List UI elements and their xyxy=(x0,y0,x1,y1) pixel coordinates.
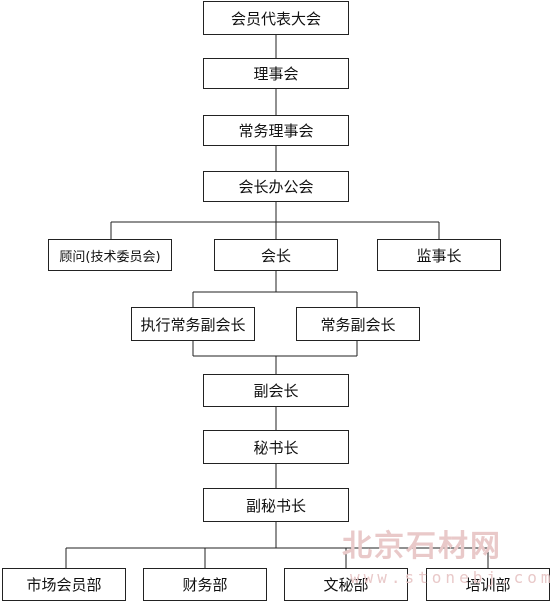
node-supervisor: 监事长 xyxy=(377,239,501,271)
node-assembly: 会员代表大会 xyxy=(203,1,349,35)
node-deputy-secretary-general: 副秘书长 xyxy=(203,488,349,522)
node-advisor: 顾问(技术委员会) xyxy=(48,239,172,271)
node-exec-vp: 执行常务副会长 xyxy=(131,307,255,341)
node-standing-vp: 常务副会长 xyxy=(296,307,420,341)
node-vp: 副会长 xyxy=(203,374,349,407)
node-council: 理事会 xyxy=(203,58,349,89)
node-dept-1: 市场会员部 xyxy=(2,568,126,601)
node-dept-4: 培训部 xyxy=(426,568,550,601)
watermark-name: 北京石材网 xyxy=(342,529,502,564)
node-secretary-general: 秘书长 xyxy=(203,430,349,464)
node-dept-3: 文秘部 xyxy=(284,568,408,601)
node-standing-council: 常务理事会 xyxy=(203,115,349,146)
node-president-office: 会长办公会 xyxy=(203,171,349,202)
watermark-url: www.stonebj.com xyxy=(350,568,551,587)
node-president: 会长 xyxy=(214,239,338,271)
node-dept-2: 财务部 xyxy=(143,568,267,601)
